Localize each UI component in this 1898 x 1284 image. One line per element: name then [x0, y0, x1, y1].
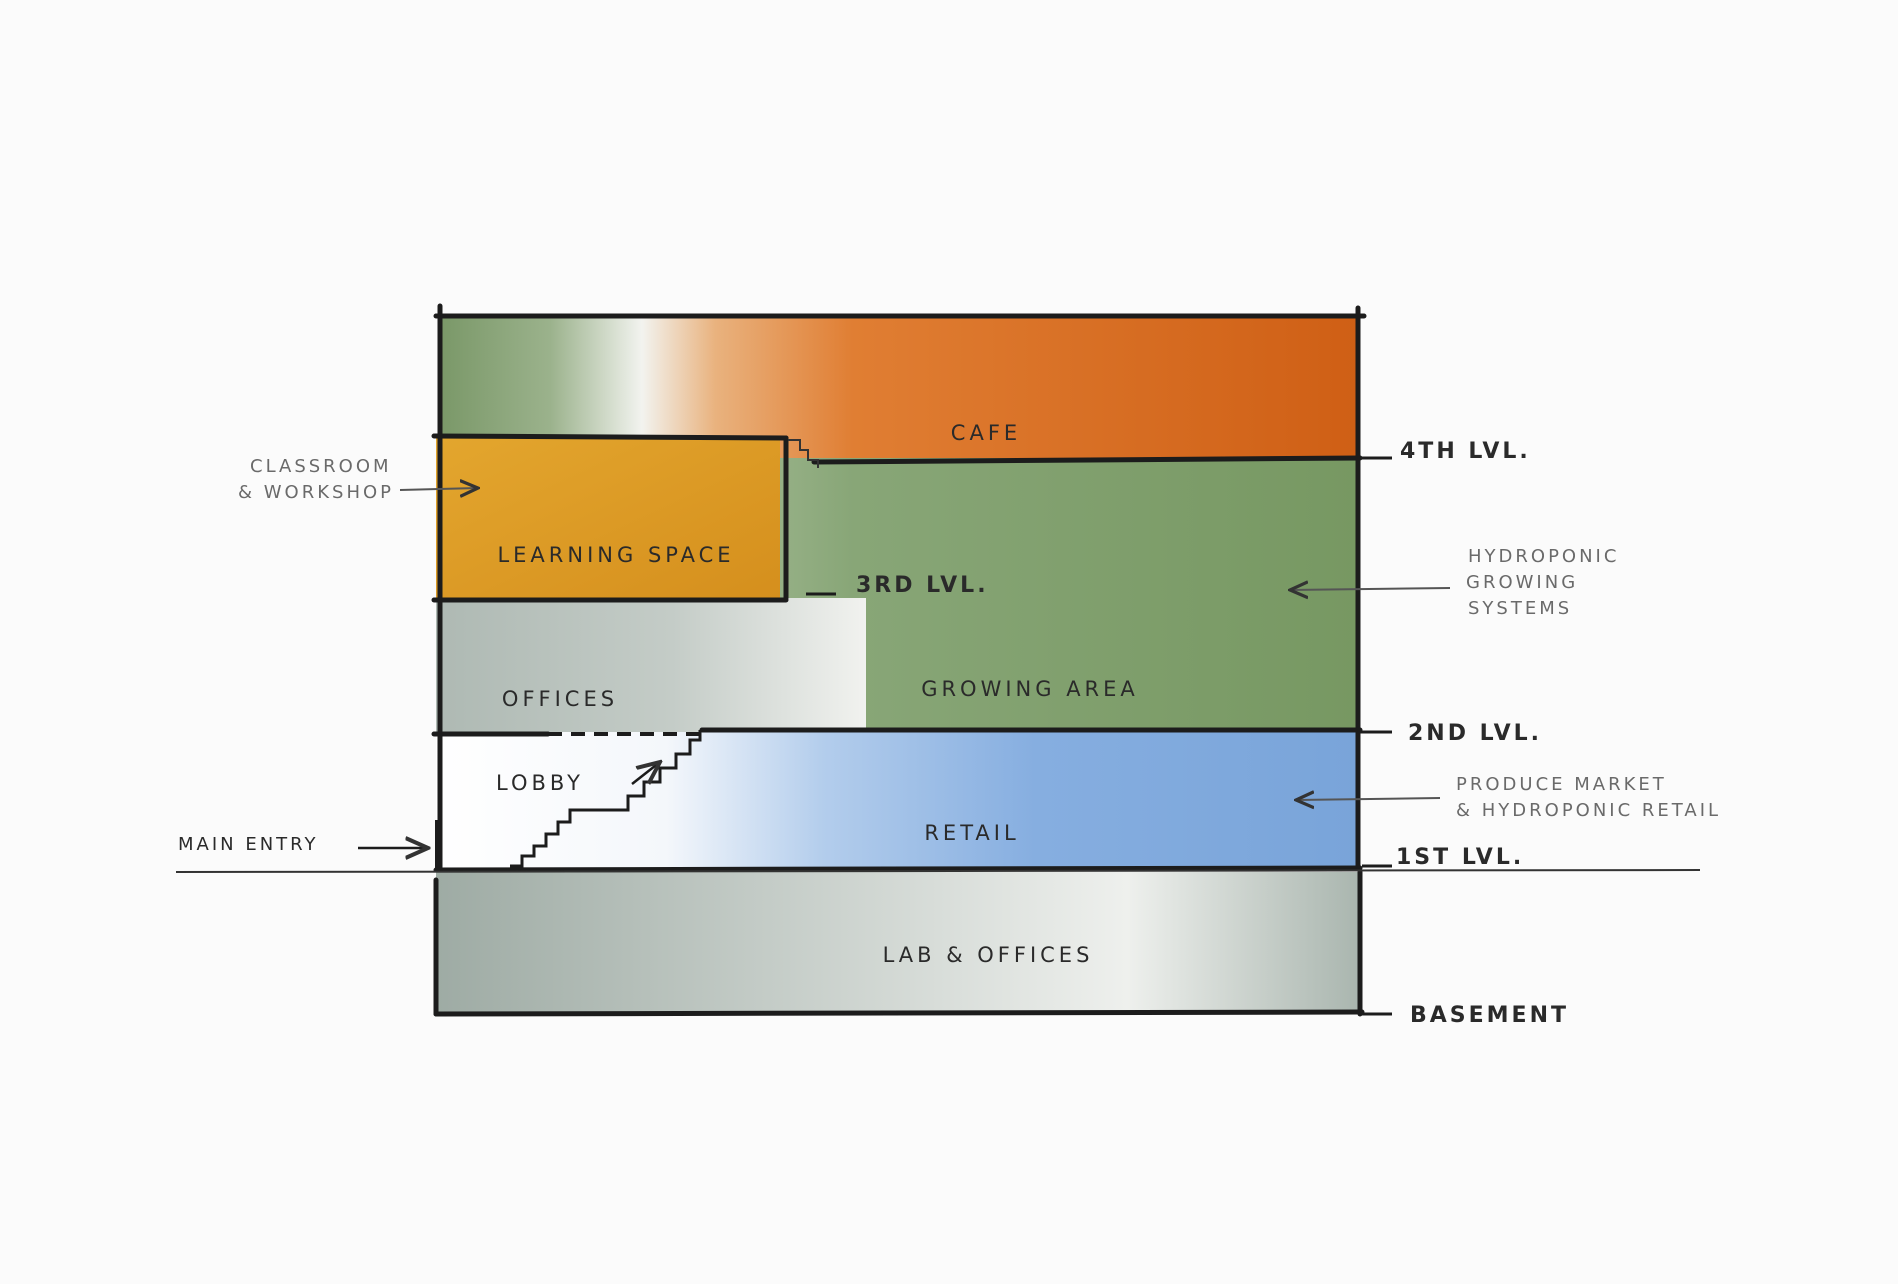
- level-label-4th: 4TH LVL.: [1400, 439, 1531, 464]
- zone-label-retail: RETAIL: [924, 821, 1019, 845]
- annotation-leaders: [358, 488, 1451, 848]
- zone-label-offices: OFFICES: [502, 687, 618, 711]
- note-classroom-line2: & WORKSHOP: [238, 482, 394, 503]
- offices-wash: [436, 598, 866, 732]
- zone-label-lab-offices: LAB & OFFICES: [883, 943, 1094, 967]
- note-classroom-line1: CLASSROOM: [250, 456, 392, 477]
- learning-space-wash: [436, 438, 780, 598]
- basement-wash: [436, 872, 1358, 1012]
- retail-wash: [436, 732, 1358, 868]
- note-hydroponic-line1: HYDROPONIC: [1468, 546, 1619, 567]
- lobby-stair: [510, 730, 702, 868]
- level-label-basement: BASEMENT: [1410, 1003, 1569, 1028]
- level-label-2nd: 2ND LVL.: [1408, 721, 1542, 746]
- note-produce-line2: & HYDROPONIC RETAIL: [1456, 800, 1721, 821]
- stair-arrow: [631, 762, 660, 785]
- level-ticks: [806, 456, 1392, 1016]
- zone-label-lobby: LOBBY: [496, 771, 584, 795]
- building-outline: [431, 303, 1367, 1017]
- upper-stair: [788, 439, 819, 468]
- level-label-1st: 1ST LVL.: [1396, 845, 1524, 870]
- note-produce-line1: PRODUCE MARKET: [1456, 774, 1667, 795]
- level-label-3rd: 3RD LVL.: [856, 573, 989, 598]
- note-main-entry: MAIN ENTRY: [178, 834, 319, 855]
- zone-label-growing-area: GROWING AREA: [921, 677, 1139, 701]
- zone-label-cafe: CAFE: [951, 421, 1021, 445]
- note-hydroponic-line3: SYSTEMS: [1468, 598, 1572, 619]
- ground-line: [175, 869, 1701, 873]
- note-hydroponic-line2: GROWING: [1466, 572, 1578, 593]
- zone-label-learning-space: LEARNING SPACE: [497, 543, 734, 567]
